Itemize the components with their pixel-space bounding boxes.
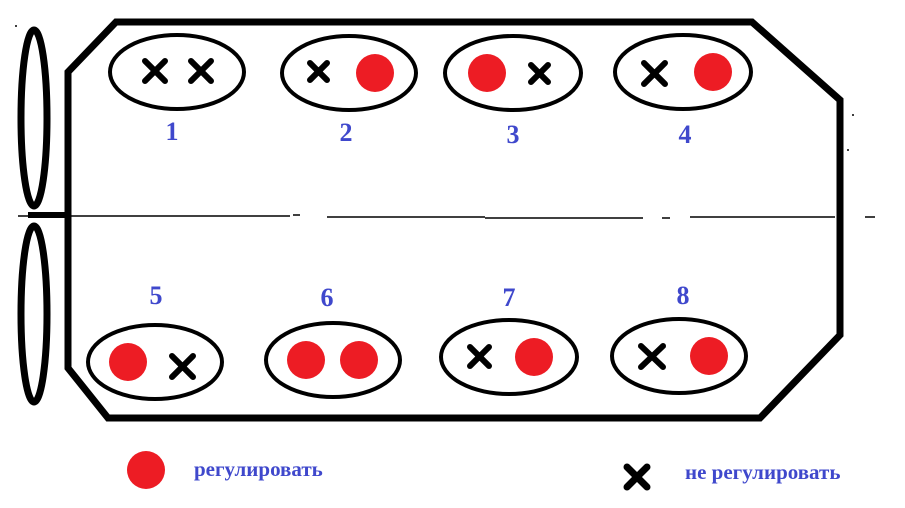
red-dot-icon bbox=[468, 54, 506, 92]
red-dot-icon bbox=[694, 53, 732, 91]
cross-icon bbox=[528, 62, 551, 85]
cross-icon bbox=[467, 344, 492, 369]
cylinder-4 bbox=[613, 33, 753, 111]
legend-red-dot-icon bbox=[127, 451, 165, 489]
engine-block-outline bbox=[64, 18, 844, 422]
red-dot-icon bbox=[287, 341, 325, 379]
cross-icon bbox=[142, 58, 168, 84]
red-dot-icon bbox=[690, 337, 728, 375]
legend-no-adjust-label: не регулировать bbox=[685, 460, 841, 484]
cylinder-number-3: 3 bbox=[506, 120, 520, 149]
cylinder-6 bbox=[264, 321, 402, 399]
cylinder-7 bbox=[439, 318, 579, 396]
cross-icon bbox=[641, 60, 668, 87]
cylinder-number-4: 4 bbox=[678, 120, 692, 149]
cross-icon bbox=[169, 353, 196, 380]
cross-icon bbox=[307, 60, 330, 83]
centerline bbox=[18, 214, 875, 219]
red-dot-icon bbox=[109, 343, 147, 381]
cylinder-number-2: 2 bbox=[339, 118, 353, 147]
cylinder-2 bbox=[280, 34, 418, 112]
cylinder-3 bbox=[443, 34, 583, 112]
red-dot-icon bbox=[356, 54, 394, 92]
cylinder-number-1: 1 bbox=[165, 117, 179, 146]
cylinder-number-5: 5 bbox=[149, 281, 163, 310]
shaft-stub bbox=[28, 212, 68, 218]
cylinder-1 bbox=[108, 33, 246, 111]
cylinder-8 bbox=[610, 317, 748, 395]
cross-icon bbox=[638, 343, 666, 370]
red-dot-icon bbox=[340, 341, 378, 379]
cross-icon bbox=[188, 58, 214, 84]
legend-adjust-label: регулировать bbox=[194, 457, 323, 481]
fan-blade-bottom-icon bbox=[17, 222, 51, 406]
cylinder-5 bbox=[86, 323, 224, 401]
fan-blade-top-icon bbox=[17, 26, 51, 210]
cylinder-number-6: 6 bbox=[320, 283, 334, 312]
legend-cross-icon bbox=[623, 463, 651, 491]
cylinder-number-8: 8 bbox=[676, 281, 690, 310]
red-dot-icon bbox=[515, 338, 553, 376]
cylinder-number-7: 7 bbox=[502, 283, 516, 312]
